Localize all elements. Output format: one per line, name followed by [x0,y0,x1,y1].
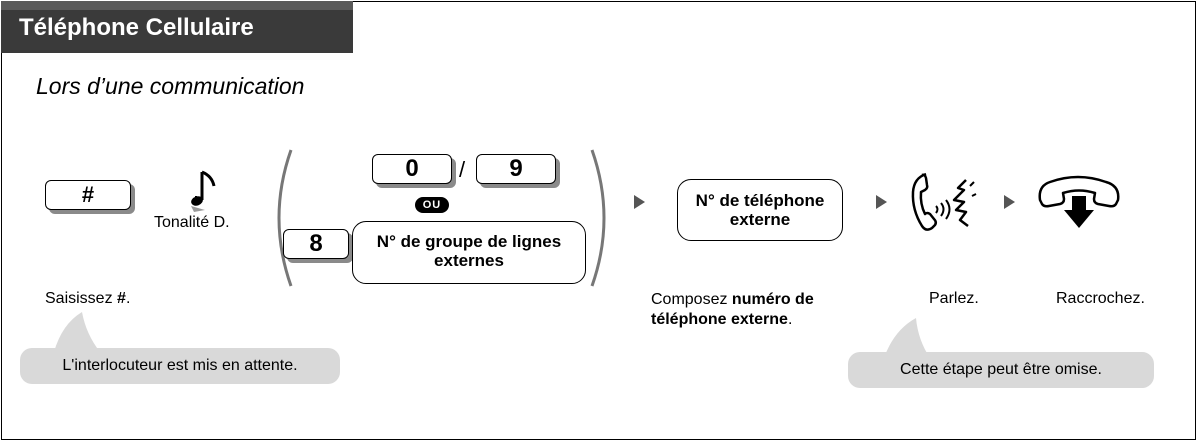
talk-caption: Parlez. [929,290,979,307]
hang-up-handset-icon [1038,175,1120,228]
hold-bubble-tail [54,312,100,352]
eight-key-label: 8 [309,230,323,257]
optional-step-bubble: Cette étape peut être omise. [848,352,1154,388]
line-group-text-2: externes [434,251,504,270]
step-arrow-icon [1004,195,1015,209]
tone-label: Tonalité D. [154,214,230,231]
external-number-text-2: externe [729,210,791,229]
music-note-icon [191,170,216,212]
left-parenthesis [277,149,293,287]
dial-caption: Composez numéro de téléphone externe. [651,290,814,330]
line-group-box: N° de groupe de lignes externes [352,221,586,284]
dial-suffix: . [787,311,793,328]
header-strip [1,1,353,10]
or-badge: OU [415,197,449,213]
zero-key: 0 [372,154,452,184]
hangup-caption: Raccrochez. [1056,290,1145,307]
page-title: Téléphone Cellulaire [19,14,254,41]
step-arrow-icon [876,195,887,209]
external-number-text-1: N° de téléphone [695,191,825,210]
enter-suffix: . [125,290,131,307]
eight-key: 8 [283,229,349,259]
nine-key-label: 9 [509,155,523,182]
dial-bold-line-1: numéro de [731,291,814,308]
hash-key: # [45,180,131,210]
step-arrow-icon [634,195,645,209]
optional-step-text: Cette étape peut être omise. [900,361,1102,378]
dial-prefix: Composez [651,291,732,308]
slash-separator: / [459,157,466,182]
header-tab: Téléphone Cellulaire [1,1,353,53]
hold-note-bubble: L'interlocuteur est mis en attente. [20,348,340,384]
enter-hash-caption: Saisissez #. [45,290,130,308]
right-parenthesis [590,149,606,287]
section-title: Lors d’une communication [36,73,305,99]
zero-key-label: 0 [405,155,419,182]
nine-key: 9 [476,154,556,184]
hash-key-label: # [81,182,95,207]
hold-note-text: L'interlocuteur est mis en attente. [62,357,298,374]
dial-bold-line-2: téléphone externe [651,311,788,328]
optional-bubble-tail [884,318,930,358]
enter-key-bold: # [117,290,126,307]
line-group-text-1: N° de groupe de lignes [376,232,562,251]
talk-handset-icon [911,172,977,231]
external-number-box: N° de téléphone externe [677,179,843,241]
enter-prefix: Saisissez [45,290,118,307]
